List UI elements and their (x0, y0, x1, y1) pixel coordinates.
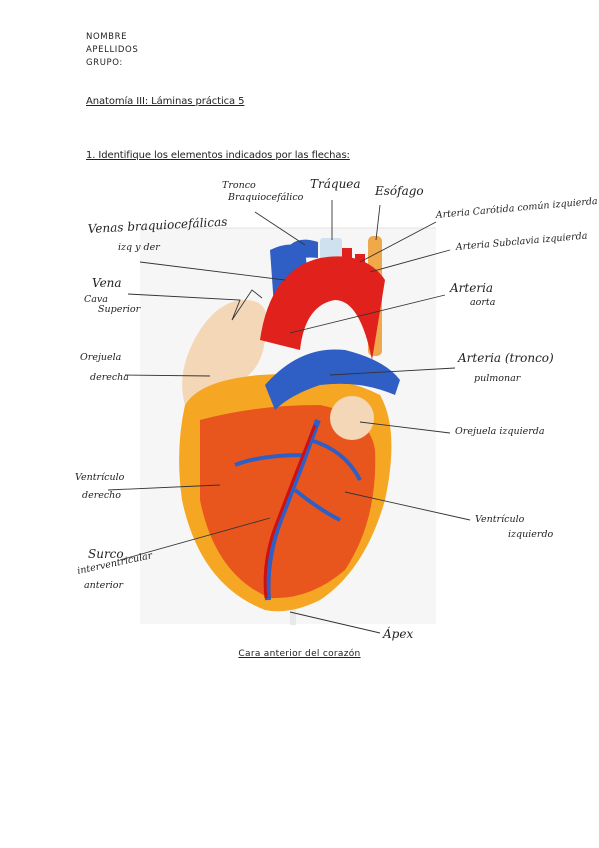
interventricular-vessels (264, 418, 321, 601)
label-surco-3: anterior (84, 580, 125, 591)
pointer-tronco (254, 211, 306, 246)
label-ventriculo-der-1: Ventrículo (75, 472, 125, 483)
label-surco-1: Surco (88, 547, 124, 561)
subclavian-artery (355, 254, 365, 282)
label-vena-cava-3: Superior (98, 304, 142, 315)
heart-figure: Tronco Braquiocefálico Tráquea Esófago A… (75, 177, 598, 641)
apellidos-label: APELLIDOS (86, 45, 139, 55)
left-auricle (330, 396, 374, 440)
page-title: Anatomía III: Láminas práctica 5 (86, 96, 245, 107)
student-header: NOMBRE APELLIDOS GRUPO: (86, 31, 138, 70)
pointer-carotida (359, 221, 437, 263)
label-subclavia: Arteria Subclavia izquierda (454, 230, 588, 253)
label-esofago: Esófago (374, 184, 424, 198)
pointer-orejuela-der (124, 374, 211, 377)
label-venas-2: izq y der (118, 242, 161, 253)
pointer-pulmonar (329, 367, 456, 376)
grupo-label: GRUPO: (86, 58, 123, 68)
label-orejuela-izq: Orejuela izquierda (455, 426, 545, 437)
pointer-venas (139, 261, 286, 281)
pointer-surco (119, 517, 271, 561)
pulmonary-trunk (265, 349, 400, 410)
question-text: 1. Identifique los elementos indicados p… (86, 150, 350, 161)
coronary-branches (234, 438, 362, 522)
pointer-ventriculo-der (107, 484, 221, 491)
brachiocephalic-veins (290, 239, 318, 262)
nombre-label: NOMBRE (86, 32, 128, 42)
label-ventriculo-izq-2: izquierdo (508, 529, 554, 540)
label-ventriculo-izq-1: Ventrículo (475, 514, 525, 525)
label-tronco-2: Braquiocefálico (227, 192, 304, 203)
carotid-artery (342, 248, 352, 278)
aortic-arch (260, 256, 385, 360)
label-ventriculo-der-2: derecho (82, 490, 121, 501)
label-orejuela-der-1: Orejuela (80, 352, 122, 363)
label-vena-cava-1: Vena (92, 276, 122, 290)
pointer-apex (289, 611, 381, 634)
pointer-ventriculo-izq (344, 491, 471, 521)
figure-caption: Cara anterior del corazón (238, 649, 361, 659)
pointer-vena-cava (127, 289, 263, 321)
label-traquea: Tráquea (310, 177, 361, 191)
pointer-aorta (289, 294, 446, 334)
label-aorta-2: aorta (470, 297, 496, 308)
coronary-artery (263, 424, 317, 599)
label-tronco-1: Tronco (222, 180, 256, 191)
label-aorta-1: Arteria (449, 281, 493, 295)
label-pulmonar-1: Arteria (tronco) (457, 351, 554, 365)
right-atrium (182, 300, 268, 405)
pointer-esofago (375, 204, 381, 241)
pointer-subclavia (369, 249, 451, 273)
pointer-orejuela-izq (359, 421, 451, 434)
label-carotida: Arteria Carótida común izquierda (434, 196, 598, 221)
label-pulmonar-2: pulmonar (474, 373, 522, 384)
label-orejuela-der-2: derecha (90, 372, 129, 383)
label-vena-cava-2: Cava (84, 294, 108, 305)
label-apex: Ápex (382, 626, 413, 641)
